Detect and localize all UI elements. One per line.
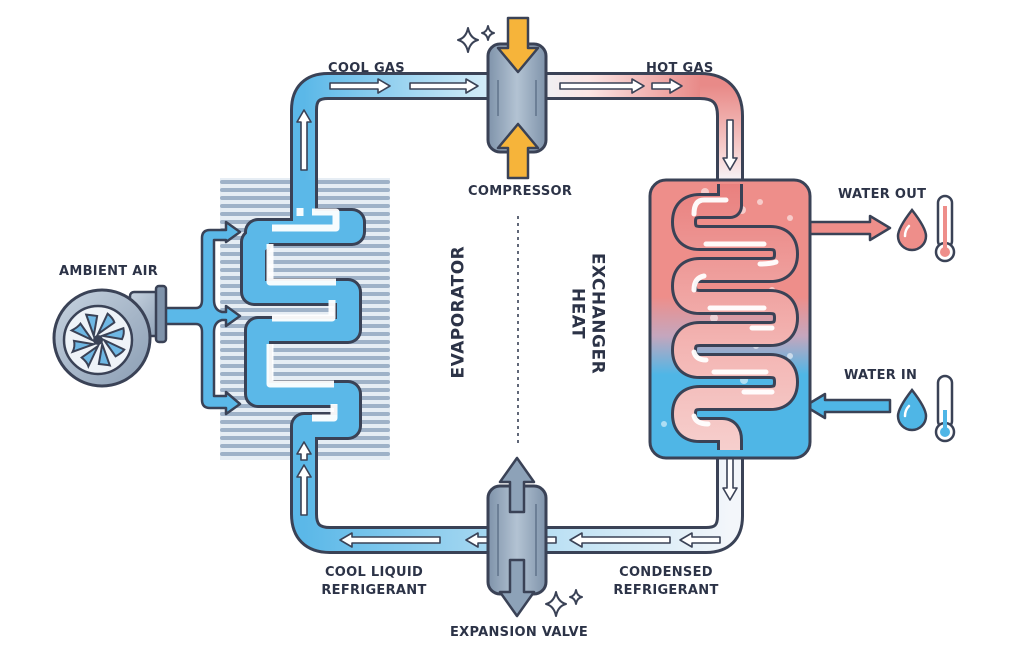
fan-blade: [84, 313, 99, 340]
evaporator-coil: [240, 180, 366, 440]
heat-exchanger-label-line1: HEAT: [567, 287, 588, 340]
expansion-valve: [486, 456, 548, 618]
fin-line: [220, 308, 390, 312]
fan-blade: [100, 337, 126, 358]
water-out-arrow: [803, 214, 892, 242]
flow-arrow-icon: [559, 78, 645, 94]
valve-arrow-down-icon: [498, 558, 536, 618]
fan-icon: [52, 284, 168, 388]
compressor-label: COMPRESSOR: [468, 184, 573, 199]
evaporator-label: EVAPORATOR: [448, 245, 469, 379]
flow-arrow-icon: [651, 78, 683, 94]
heat-exchanger-tank: [648, 178, 892, 460]
cool-gas-label: COOL GAS: [328, 61, 405, 76]
thermometer-icon: [934, 374, 956, 443]
water-in-label: WATER IN: [844, 368, 918, 383]
water-out-label: WATER OUT: [838, 187, 927, 202]
cool-liquid-label-line1: COOL LIQUID: [324, 565, 424, 580]
flow-arrow-icon: [296, 441, 312, 461]
flow-arrow-icon: [722, 454, 738, 501]
bubble: [661, 421, 667, 427]
water-drop-icon: [896, 387, 928, 432]
fan-blade: [95, 312, 116, 338]
fan-blade: [79, 342, 101, 370]
flow-arrow-icon: [679, 532, 721, 548]
compressor-arrow-down-icon: [496, 16, 540, 74]
cool-liquid-label-line2: REFRIGERANT: [321, 583, 427, 598]
thermometer-icon: [934, 194, 956, 263]
flow-arrow-icon: [296, 464, 312, 516]
bubble: [787, 215, 793, 221]
sparkle-icon: [545, 589, 583, 617]
expansion-valve-label: EXPANSION VALVE: [450, 625, 589, 640]
compressor-arrow-up-icon: [496, 122, 540, 180]
fan-blade: [70, 339, 98, 354]
air-duct: [158, 220, 242, 416]
flow-arrow-icon: [339, 532, 441, 548]
bubble: [757, 199, 763, 205]
fan-blade: [97, 340, 112, 367]
water-in-arrow: [803, 392, 892, 420]
flow-arrow-icon: [296, 109, 312, 171]
hot-gas-label: HOT GAS: [646, 61, 714, 76]
fan-blade: [69, 321, 96, 343]
bubble: [787, 353, 793, 359]
flow-arrow-icon: [409, 78, 479, 94]
sparkle-icon: [457, 25, 495, 53]
condensed-label-line2: REFRIGERANT: [613, 583, 719, 598]
heat-exchanger-label-line2: EXCHANGER: [587, 252, 608, 375]
condensed-label-line1: CONDENSED: [619, 565, 713, 580]
flow-arrow-icon: [329, 78, 391, 94]
fan-blade: [98, 326, 125, 341]
water-drop-icon: [896, 207, 928, 252]
compressor: [486, 16, 548, 180]
flow-arrow-icon: [722, 119, 738, 171]
valve-arrow-up-icon: [498, 456, 536, 514]
ambient-air-label: AMBIENT AIR: [59, 264, 159, 279]
bubble: [710, 314, 718, 322]
flow-arrow-icon: [569, 532, 671, 548]
